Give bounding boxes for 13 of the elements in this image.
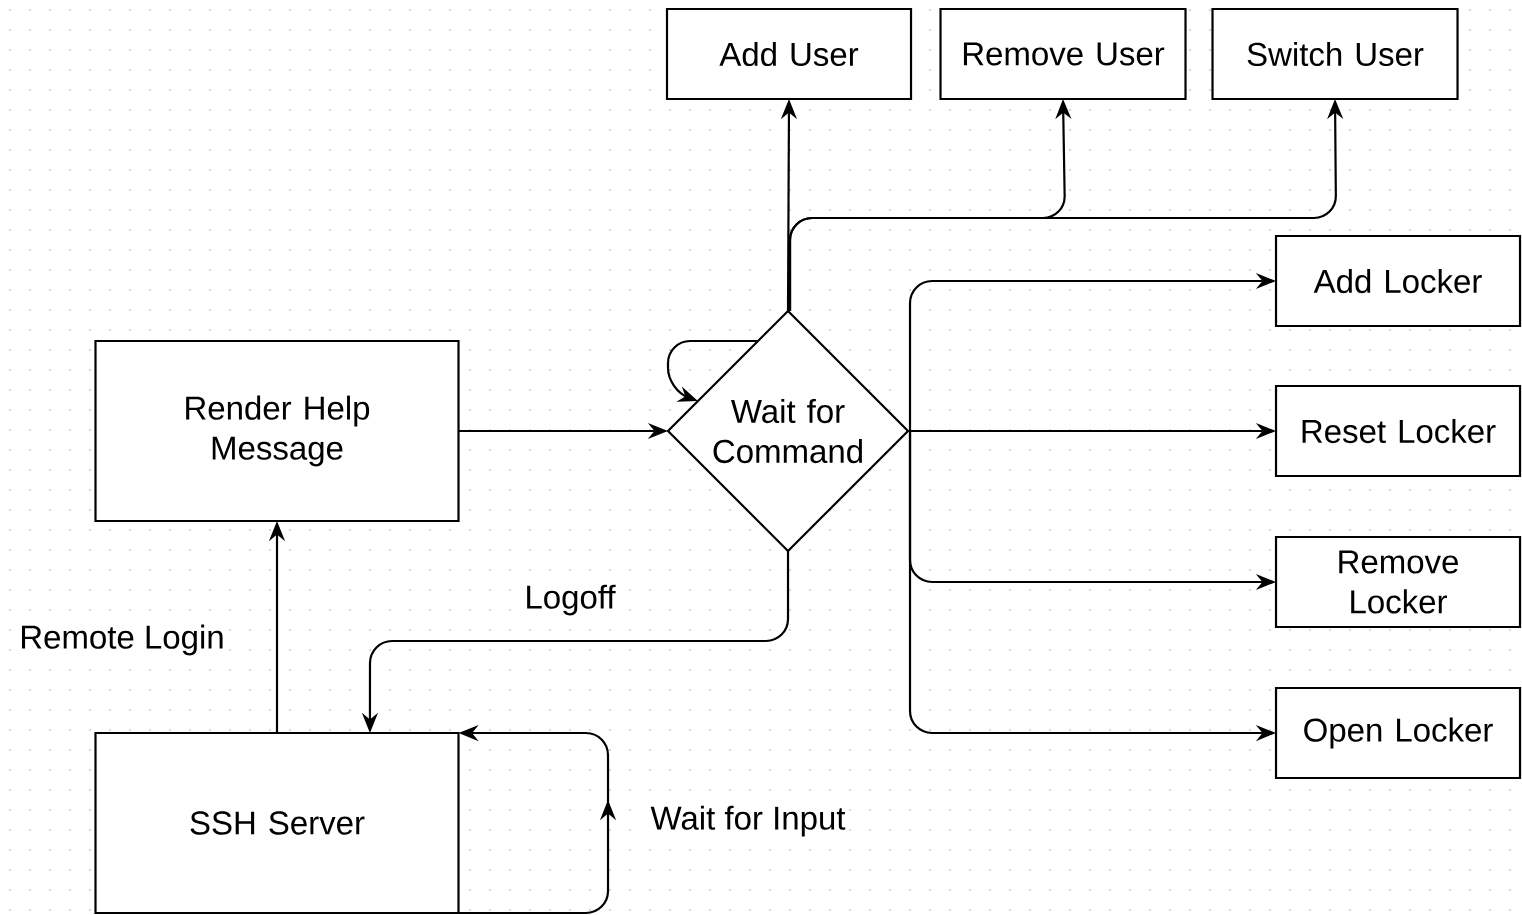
edge-label: Logoff bbox=[522, 582, 618, 618]
process-box: Add User bbox=[665, 7, 913, 101]
process-box: Open Locker bbox=[1274, 686, 1522, 780]
arrow bbox=[666, 339, 758, 402]
edge-label: Remote Login bbox=[17, 622, 227, 658]
process-box: Reset Locker bbox=[1274, 384, 1522, 478]
process-box: Render Help Message bbox=[94, 339, 460, 523]
process-box: Switch User bbox=[1211, 7, 1459, 101]
process-box: SSH Server bbox=[94, 731, 460, 915]
process-box: Add Locker bbox=[1274, 234, 1522, 328]
process-box: Remove User bbox=[939, 7, 1187, 101]
process-box: Remove Locker bbox=[1274, 535, 1522, 629]
edge-label: Wait for Input bbox=[648, 803, 848, 839]
